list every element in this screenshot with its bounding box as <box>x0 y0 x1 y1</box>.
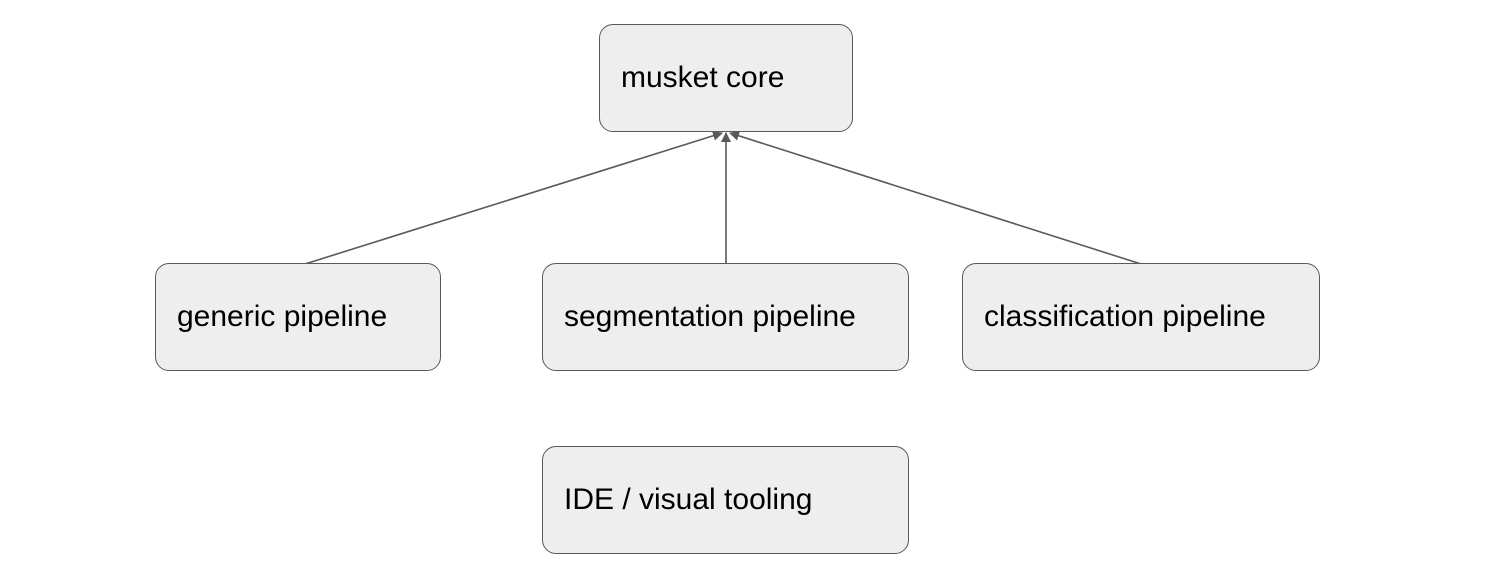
node-label: generic pipeline <box>177 300 388 333</box>
node-generic-pipeline[interactable]: generic pipeline <box>155 263 441 371</box>
node-ide-visual-tooling[interactable]: IDE / visual tooling <box>542 446 909 554</box>
node-label: musket core <box>621 61 785 94</box>
node-classification-pipeline[interactable]: classification pipeline <box>962 263 1320 371</box>
edge-generic-to-core <box>304 130 723 265</box>
edge-classification-to-core <box>729 130 1142 265</box>
node-label: classification pipeline <box>984 300 1266 333</box>
node-segmentation-pipeline[interactable]: segmentation pipeline <box>542 263 909 371</box>
node-label: IDE / visual tooling <box>564 483 813 516</box>
node-label: segmentation pipeline <box>564 300 856 333</box>
node-musket-core[interactable]: musket core <box>599 24 853 132</box>
